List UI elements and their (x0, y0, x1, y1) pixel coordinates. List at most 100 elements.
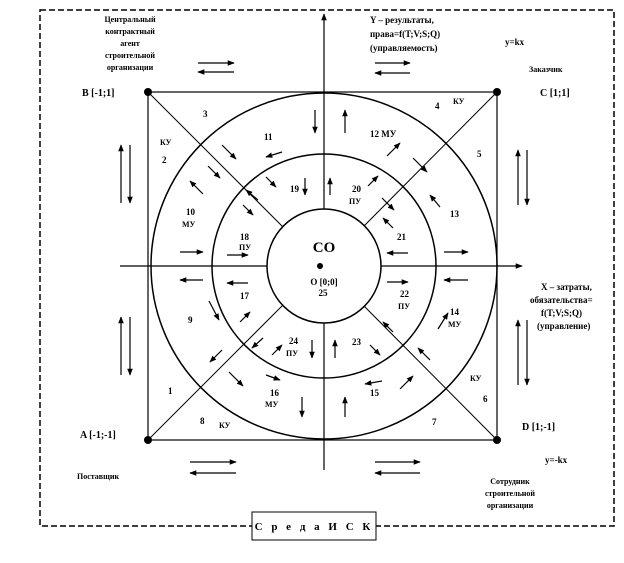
zone-10: 10 (186, 207, 196, 217)
flow-arrow (382, 321, 394, 333)
ku-label-d: КУ (470, 374, 482, 383)
zone-1: 1 (168, 386, 173, 396)
flow-arrow (265, 151, 283, 158)
zone-11: 11 (264, 132, 273, 142)
flow-arrow (209, 349, 223, 363)
flow-arrow (228, 371, 244, 387)
mu-label-10: МУ (182, 220, 196, 229)
mu-label-16: МУ (265, 400, 279, 409)
pu-label-20: ПУ (349, 197, 361, 206)
ku-label-c: КУ (453, 97, 465, 106)
corner-b-dot (144, 88, 152, 96)
zone-20: 20 (352, 184, 362, 194)
corner-a-label: A [-1;-1] (80, 430, 116, 441)
pu-label-18: ПУ (239, 243, 251, 252)
mu-label-14: МУ (448, 320, 462, 329)
environment-label: С р е д а И С К (255, 521, 374, 533)
center-origin: O [0;0] (310, 277, 337, 287)
flow-arrow (221, 144, 237, 160)
x-axis-label-3: f(T;V;S;Q) (541, 308, 582, 318)
zone-19: 19 (290, 184, 300, 194)
flow-arrow (367, 175, 379, 187)
diagonal-center-d (363, 305, 498, 441)
flow-arrow (364, 380, 383, 386)
flow-arrow (251, 337, 264, 349)
diagonal-b-center (147, 91, 285, 229)
flow-arrow (189, 180, 204, 195)
corner-b-label: B [-1;1] (82, 88, 115, 99)
center-number: 25 (319, 288, 329, 298)
flow-arrow (271, 344, 283, 356)
zone-17: 17 (240, 291, 250, 301)
zone-4: 4 (435, 101, 440, 111)
zone-6: 6 (483, 394, 488, 404)
diag-neg-label: y=-kx (545, 455, 568, 465)
zone-21: 21 (397, 232, 407, 242)
corner-d-label: D [1;-1] (522, 422, 555, 433)
origin-dot (317, 263, 323, 269)
diagonal-c-center (363, 91, 498, 227)
center-title: СО (313, 240, 336, 256)
y-axis-label-1: Y – результаты, (370, 15, 434, 25)
zone-13: 13 (450, 209, 460, 219)
zone-23: 23 (352, 337, 362, 347)
zone-2: 2 (162, 155, 167, 165)
flow-arrow (242, 204, 254, 216)
ku-label-a: КУ (219, 421, 231, 430)
zone-12: 12 МУ (370, 129, 397, 139)
agent-label-2: контрактный (105, 27, 155, 36)
customer-label: Заказчик (529, 65, 563, 74)
zone-5: 5 (477, 149, 482, 159)
x-axis-label-2: обязательства= (530, 295, 593, 305)
corner-c-dot (493, 88, 501, 96)
y-axis-label-2: права=f(T;V;S;Q) (370, 29, 440, 39)
flow-arrow (417, 347, 431, 361)
corner-a-dot (144, 436, 152, 444)
flow-arrow (412, 157, 428, 173)
employee-label-1: Сотрудник (490, 477, 530, 486)
x-axis-label-1: X – затраты, (541, 282, 592, 292)
x-axis-label-4: (управление) (537, 321, 590, 331)
corner-d-dot (493, 436, 501, 444)
zone-14: 14 (450, 307, 460, 317)
agent-label-3: агент (120, 39, 140, 48)
environment-label-box (251, 511, 377, 541)
pu-label-22: ПУ (398, 302, 410, 311)
flow-arrow (369, 344, 381, 356)
agent-label-5: организации (107, 63, 154, 72)
flow-arrow (381, 197, 395, 211)
ku-label-b: КУ (160, 138, 172, 147)
diagonal-center-a (147, 303, 285, 441)
zone-7: 7 (432, 417, 437, 427)
middle-circle (211, 153, 437, 379)
zone-22: 22 (400, 289, 410, 299)
flow-arrow (429, 194, 441, 208)
flow-arrow (386, 142, 401, 157)
flow-arrow (437, 312, 449, 330)
zone-8: 8 (200, 416, 205, 426)
outer-circle (150, 92, 498, 440)
y-axis-label-3: (управляемость) (370, 43, 438, 53)
inner-circle (266, 208, 382, 324)
zone-18: 18 (240, 232, 250, 242)
flow-arrow (399, 375, 414, 390)
zone-24: 24 (289, 336, 299, 346)
employee-label-3: организации (487, 501, 534, 510)
flow-arrow (265, 176, 277, 188)
flow-arrow (208, 300, 220, 321)
flow-arrow (265, 374, 281, 381)
diag-pos-label: y=kx (505, 37, 525, 47)
pu-label-24: ПУ (286, 349, 298, 358)
flow-arrows (118, 60, 530, 476)
employee-label-2: строительной (485, 489, 535, 498)
agent-label-1: Центральный (104, 15, 156, 24)
flow-arrow (207, 165, 221, 179)
flow-arrow (245, 189, 259, 201)
corner-c-label: C [1;1] (540, 88, 570, 99)
zone-9: 9 (188, 315, 193, 325)
agent-label-4: строительной (105, 51, 155, 60)
flow-arrow (382, 217, 394, 229)
flow-arrow (239, 311, 251, 323)
zone-3: 3 (203, 109, 208, 119)
